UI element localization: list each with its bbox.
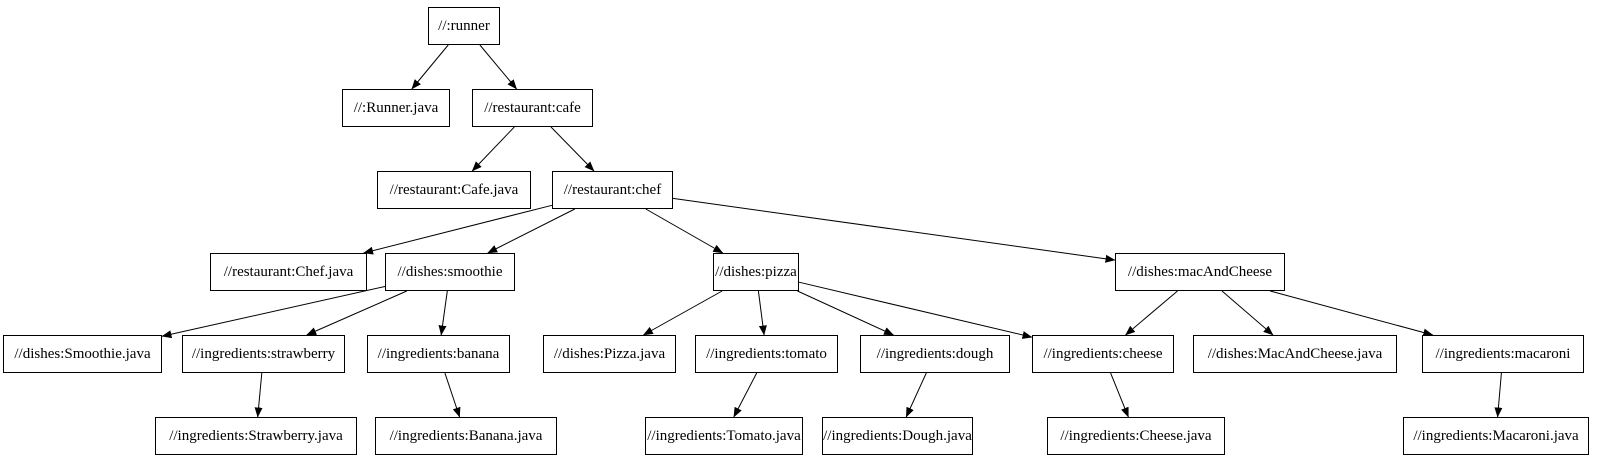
node-tomato-java: //ingredients:Tomato.java (645, 417, 803, 455)
edge-strawberry-strawberry_java (254, 372, 263, 418)
node-label: //ingredients:Banana.java (389, 427, 543, 444)
node-label: //dishes:smoothie (397, 263, 503, 280)
node-cafe: //restaurant:cafe (472, 89, 593, 127)
edge-macaroni-macaroni_java (1494, 372, 1503, 418)
node-cheese: //ingredients:cheese (1032, 335, 1174, 373)
edge-cafe-chef (550, 126, 595, 172)
node-label: //dishes:Smoothie.java (14, 345, 151, 362)
node-label: //:runner (438, 17, 490, 34)
node-macaroni: //ingredients:macaroni (1422, 335, 1584, 373)
edge-macAndCheese-macAndCheese_java (1221, 290, 1274, 336)
edge-chef-macAndCheese (672, 197, 1116, 263)
node-label: //restaurant:cafe (484, 99, 581, 116)
edge-pizza-pizza_java (642, 290, 723, 336)
node-label: //ingredients:banana (377, 345, 500, 362)
node-label: //restaurant:Cafe.java (389, 181, 519, 198)
node-runner: //:runner (428, 7, 500, 45)
edge-chef-chef_java (363, 204, 553, 255)
node-banana: //ingredients:banana (367, 335, 510, 373)
node-cafe-java: //restaurant:Cafe.java (377, 171, 531, 209)
node-label: //ingredients:Macaroni.java (1413, 427, 1579, 444)
node-mac-and-cheese-java: //dishes:MacAndCheese.java (1193, 335, 1397, 373)
node-label: //ingredients:strawberry (191, 345, 336, 362)
node-runner-java: //:Runner.java (342, 89, 450, 127)
edge-chef-smoothie (487, 208, 576, 254)
node-chef: //restaurant:chef (552, 171, 673, 209)
node-label: //dishes:pizza (715, 263, 797, 280)
edge-smoothie-smoothie_java (161, 286, 386, 339)
node-smoothie-java: //dishes:Smoothie.java (3, 335, 162, 373)
node-label: //ingredients:tomato (706, 345, 827, 362)
edge-pizza-tomato (757, 290, 767, 336)
node-strawberry-java: //ingredients:Strawberry.java (155, 417, 357, 455)
node-pizza: //dishes:pizza (713, 253, 799, 291)
edge-smoothie-strawberry (306, 290, 408, 336)
edge-pizza-dough (797, 290, 894, 336)
edge-banana-banana_java (444, 372, 461, 418)
edge-dough-dough_java (905, 372, 927, 418)
edge-macAndCheese-cheese (1125, 290, 1178, 336)
node-label: //dishes:Pizza.java (553, 345, 666, 362)
edge-runner-cafe (479, 44, 517, 90)
node-tomato: //ingredients:tomato (695, 335, 838, 373)
node-label: //restaurant:chef (563, 181, 662, 198)
node-label: //restaurant:Chef.java (223, 263, 354, 280)
node-cheese-java: //ingredients:Cheese.java (1047, 417, 1225, 455)
edge-cheese-cheese_java (1110, 372, 1129, 418)
edge-pizza-cheese (798, 281, 1033, 339)
node-label: //ingredients:cheese (1043, 345, 1163, 362)
node-label: //ingredients:Strawberry.java (169, 427, 343, 444)
node-label: //ingredients:Tomato.java (647, 427, 801, 444)
edge-runner-runner_java (411, 44, 449, 90)
node-banana-java: //ingredients:Banana.java (375, 417, 557, 455)
node-label: //ingredients:dough (876, 345, 994, 362)
node-label: //ingredients:Dough.java (823, 427, 972, 444)
node-dough-java: //ingredients:Dough.java (822, 417, 973, 455)
edge-chef-pizza (645, 208, 724, 254)
node-smoothie: //dishes:smoothie (385, 253, 515, 291)
node-label: //dishes:MacAndCheese.java (1207, 345, 1383, 362)
node-label: //ingredients:Cheese.java (1060, 427, 1212, 444)
node-strawberry: //ingredients:strawberry (182, 335, 345, 373)
node-label: //dishes:macAndCheese (1127, 263, 1273, 280)
node-label: //ingredients:macaroni (1435, 345, 1571, 362)
node-pizza-java: //dishes:Pizza.java (543, 335, 676, 373)
edge-smoothie-banana (438, 290, 448, 336)
node-mac-and-cheese: //dishes:macAndCheese (1115, 253, 1285, 291)
node-chef-java: //restaurant:Chef.java (210, 253, 367, 291)
edge-tomato-tomato_java (733, 372, 758, 418)
node-label: //:Runner.java (353, 99, 439, 116)
node-macaroni-java: //ingredients:Macaroni.java (1403, 417, 1589, 455)
edge-macAndCheese-macaroni (1270, 290, 1434, 337)
edge-cafe-cafe_java (471, 126, 515, 172)
node-dough: //ingredients:dough (860, 335, 1010, 373)
